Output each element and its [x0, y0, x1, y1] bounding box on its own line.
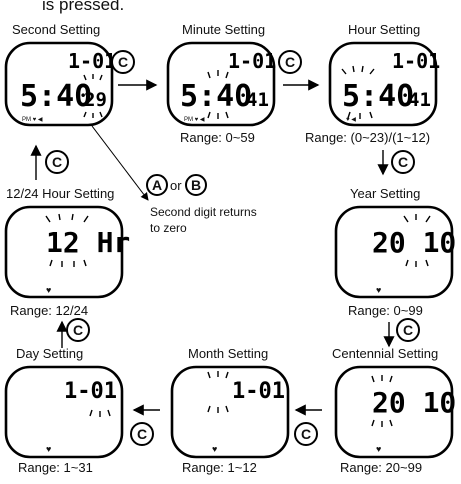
centennial-range: Range: 20~99 [340, 460, 422, 475]
note-text-line-1: Second digit returns [150, 205, 257, 219]
c-button-8: C [294, 422, 318, 446]
a-button-label: A [152, 177, 162, 193]
day-setting-title: Day Setting [16, 346, 83, 361]
centennial-status-icons: ♥ [376, 444, 381, 454]
c-button-7-label: C [137, 426, 147, 442]
year-main-digits: 20 10 [372, 226, 456, 259]
blink-marks-minute [207, 70, 229, 119]
minute-time-digits: 5:40 [180, 79, 252, 114]
c-button-7: C [130, 422, 154, 446]
panel-year-setting: Year Setting 20 10 ♥ Range: 0~99 [334, 186, 456, 318]
panel-minute-setting: Minute Setting 1-01 5:40 41 PM ♥ ◀ Range… [166, 22, 276, 145]
or-text: or [170, 178, 182, 193]
month-range: Range: 1~12 [182, 460, 257, 475]
panel-1224-hour-setting: 12/24 Hour Setting 12 Hr ♥ Range: 12/24 [4, 186, 130, 318]
c-button-1-label: C [118, 54, 128, 70]
day-status-icons: ♥ [46, 444, 51, 454]
panel-hour-setting: Hour Setting 1-01 5:40 41 ♥ ◀ Range: (0~… [305, 22, 440, 145]
second-time-digits: 5:40 [20, 79, 92, 114]
watch-display-1224 [4, 205, 124, 299]
blink-marks-month [207, 371, 229, 413]
second-status-icons: PM ♥ ◀ [22, 117, 43, 123]
c-button-8-label: C [301, 426, 311, 442]
c-button-6: C [396, 318, 420, 342]
second-setting-title: Second Setting [12, 22, 100, 37]
hour-status-icons: ♥ ◀ [346, 117, 356, 123]
h1224-range: Range: 12/24 [10, 303, 88, 318]
watch-display-centennial [334, 365, 454, 459]
c-button-3-label: C [398, 154, 408, 170]
minute-status-icons: PM ♥ ◀ [184, 117, 205, 123]
note-text-line-2: to zero [150, 221, 187, 235]
b-button: B [185, 174, 207, 196]
hour-time-digits: 5:40 [342, 79, 414, 114]
blink-marks-day [89, 409, 111, 417]
watch-display-second [4, 41, 114, 127]
a-button: A [146, 174, 168, 196]
blink-marks-hour [341, 65, 375, 119]
hour-setting-title: Hour Setting [348, 22, 420, 37]
month-setting-title: Month Setting [188, 346, 268, 361]
arrow-second-reset [91, 125, 149, 201]
centennial-main-digits: 20 10 [372, 386, 456, 419]
second-date-digits: 1-01 [68, 49, 116, 73]
watch-display-hour [328, 41, 438, 127]
minute-date-digits: 1-01 [228, 49, 276, 73]
hour-range: Range: (0~23)/(1~12) [305, 130, 430, 145]
c-button-4: C [45, 150, 69, 174]
c-button-2-label: C [285, 54, 295, 70]
year-range: Range: 0~99 [348, 303, 423, 318]
panel-centennial-setting: Centennial Setting 20 10 ♥ Range: 20~99 [332, 346, 456, 475]
day-range: Range: 1~31 [18, 460, 93, 475]
year-status-icons: ♥ [376, 285, 381, 295]
month-status-icons: ♥ [212, 444, 217, 454]
watch-display-month [170, 365, 290, 459]
c-button-4-label: C [52, 154, 62, 170]
minute-range: Range: 0~59 [180, 130, 255, 145]
hour-seconds-digits: 41 [408, 89, 431, 111]
hour-date-digits: 1-01 [392, 49, 440, 73]
intro-text: is pressed. [42, 0, 124, 14]
panel-day-setting: Day Setting 1-01 ♥ Range: 1~31 [4, 346, 124, 475]
h1224-main-digits: 12 Hr [46, 226, 130, 259]
blink-marks-centennial [371, 375, 393, 427]
blink-marks-year [403, 214, 431, 267]
h1224-setting-title: 12/24 Hour Setting [6, 186, 114, 201]
watch-display-day [4, 365, 124, 459]
minute-seconds-digits: 41 [246, 89, 269, 111]
panel-month-setting: Month Setting 1-01 ♥ Range: 1~12 [170, 346, 290, 475]
panel-second-setting: Second Setting 1-01 5:40 29 PM ♥ ◀ [4, 22, 116, 127]
c-button-3: C [391, 150, 415, 174]
c-button-5-label: C [73, 322, 83, 338]
day-date-digits: 1-01 [64, 379, 117, 404]
c-button-1: C [111, 50, 135, 74]
watch-display-year [334, 205, 454, 299]
c-button-5: C [66, 318, 90, 342]
h1224-status-icons: ♥ [46, 285, 51, 295]
b-button-label: B [191, 177, 201, 193]
second-seconds-digits: 29 [84, 89, 107, 111]
watch-display-minute [166, 41, 276, 127]
centennial-setting-title: Centennial Setting [332, 346, 438, 361]
blink-marks-second [83, 74, 103, 118]
c-button-6-label: C [403, 322, 413, 338]
month-date-digits: 1-01 [232, 379, 285, 404]
minute-setting-title: Minute Setting [182, 22, 265, 37]
blink-marks-1224 [45, 213, 89, 267]
c-button-2: C [278, 50, 302, 74]
year-setting-title: Year Setting [350, 186, 420, 201]
